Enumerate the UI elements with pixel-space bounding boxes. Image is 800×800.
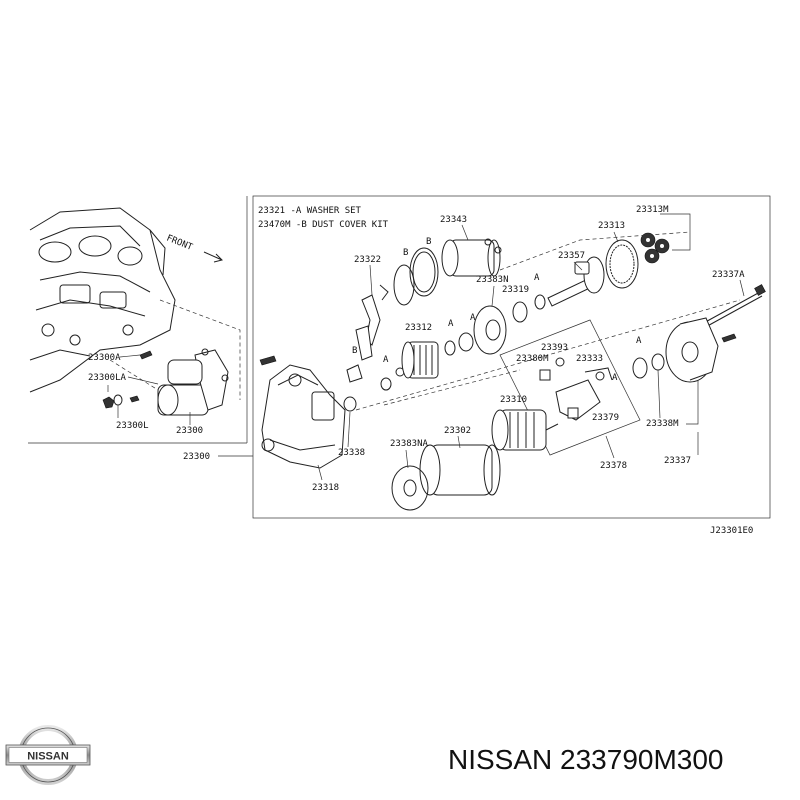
label-23300A: 23300A — [88, 353, 121, 363]
label-23378: 23378 — [600, 461, 627, 471]
label-23357: 23357 — [558, 251, 585, 261]
label-23300L: 23300L — [116, 421, 149, 431]
front-housing-drawing — [259, 355, 346, 469]
front-label: FRONT — [165, 234, 194, 254]
brush-holder-drawing — [539, 357, 613, 421]
gear-plate-drawing — [391, 465, 429, 511]
yoke-drawing — [419, 444, 501, 496]
logo-lettering: NISSAN — [27, 751, 69, 763]
note-dust-cover-kit: 23470M -B DUST COVER KIT — [258, 220, 389, 230]
bolt-icon — [139, 350, 153, 360]
part-number-caption: NISSAN 233790M300 — [448, 744, 724, 775]
bolt-small-icon — [129, 395, 140, 403]
callout-a-5: A — [636, 336, 642, 346]
planetary-shaft-drawing — [547, 256, 605, 307]
drawing-code: J23301E0 — [710, 526, 753, 536]
nissan-logo-icon: NISSAN — [5, 725, 91, 785]
callout-a-4: A — [534, 273, 540, 283]
label-23337A: 23337A — [712, 270, 745, 280]
callout-a-6: A — [612, 373, 618, 383]
callout-b-1: B — [352, 346, 357, 356]
main-frame — [252, 195, 771, 519]
washer-icon — [113, 394, 123, 406]
callout-a-1: A — [383, 355, 389, 365]
exploded-parts-diagram: FRONT 23300A 23300LA 23300L 23300 2 — [28, 195, 771, 536]
label-23322: 23322 — [354, 255, 381, 265]
label-23383NA: 23383NA — [390, 439, 429, 449]
callout-b-2: B — [403, 248, 408, 258]
label-23312: 23312 — [405, 323, 432, 333]
rear-bearing-drawing — [651, 353, 665, 371]
gear-housing-drawing — [473, 305, 507, 355]
engine-inset: FRONT 23300A 23300LA 23300L 23300 — [28, 196, 248, 444]
dust-cover-b-drawing — [346, 364, 363, 383]
label-23379: 23379 — [592, 413, 619, 423]
label-23393: 23393 — [541, 343, 568, 353]
brand-footer: NISSAN NISSAN 233790M300 — [0, 700, 800, 800]
rear-cover-drawing — [665, 317, 737, 383]
label-23380M: 23380M — [516, 354, 549, 364]
through-bolt-drawing — [699, 291, 761, 326]
label-23338: 23338 — [338, 448, 365, 458]
bushing-drawing — [343, 396, 357, 412]
label-23338M: 23338M — [646, 419, 679, 429]
label-23300LA: 23300LA — [88, 373, 127, 383]
note-washer-set: 23321 -A WASHER SET — [258, 206, 362, 216]
callout-b-3: B — [426, 237, 431, 247]
engine-block-drawing — [29, 207, 176, 393]
label-23319: 23319 — [502, 285, 529, 295]
pinion-drawing — [401, 341, 439, 379]
label-23383N: 23383N — [476, 275, 509, 285]
label-23333: 23333 — [576, 354, 603, 364]
nut-icon — [102, 396, 115, 409]
shift-lever-drawing — [355, 284, 389, 361]
label-23343: 23343 — [440, 215, 467, 225]
label-23337: 23337 — [664, 456, 691, 466]
solenoid-drawing — [441, 238, 502, 277]
inset-starter-drawing — [157, 348, 229, 416]
label-23302: 23302 — [444, 426, 471, 436]
label-23310: 23310 — [500, 395, 527, 405]
callout-a-3: A — [470, 313, 476, 323]
label-23300-inset: 23300 — [176, 426, 203, 436]
label-23300-main: 23300 — [183, 452, 210, 462]
callout-a-2: A — [448, 319, 454, 329]
label-23313: 23313 — [598, 221, 625, 231]
internal-gear-drawing — [605, 239, 639, 289]
armature-drawing — [491, 409, 559, 451]
label-23318: 23318 — [312, 483, 339, 493]
label-23313M: 23313M — [636, 205, 669, 215]
front-arrow-icon — [203, 251, 223, 263]
planet-gears-drawing — [640, 232, 670, 264]
